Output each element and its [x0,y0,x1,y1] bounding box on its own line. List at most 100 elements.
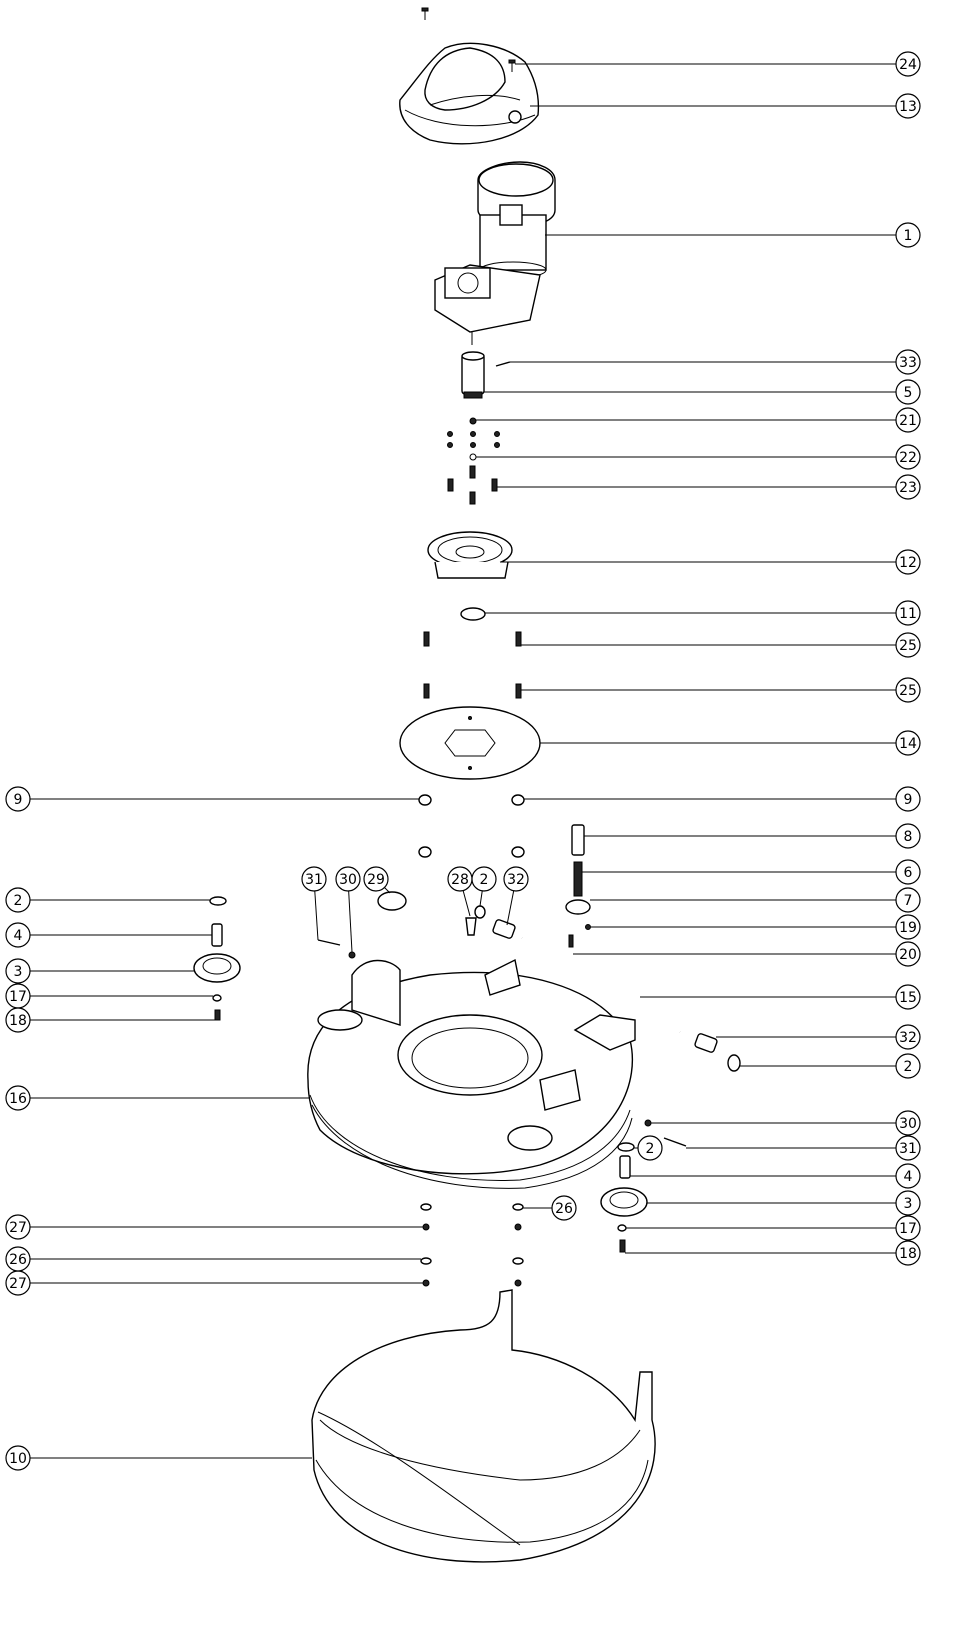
callout-label: 2 [646,1141,655,1157]
callout-circle [895,632,921,658]
callout-9: 9 [5,786,31,812]
callout-label: 31 [899,1141,917,1157]
callout-32: 32 [895,1024,921,1050]
callout-label: 15 [899,990,917,1006]
callout-label: 25 [899,683,917,699]
callout-32: 32 [503,866,529,892]
leader-lines [30,63,896,1459]
callout-circle [503,866,529,892]
part-fastener-set [447,417,500,505]
callout-circle [895,600,921,626]
callout-9: 9 [895,786,921,812]
callout-circle [895,887,921,913]
callout-label: 5 [904,385,913,401]
callout-label: 12 [899,555,917,571]
callout-10: 10 [5,1445,31,1471]
callout-4: 4 [5,922,31,948]
callout-20: 20 [895,941,921,967]
callout-circle [895,730,921,756]
callout-circle [895,859,921,885]
part-left-wheel [193,896,241,1021]
callout-circle [895,349,921,375]
part-coupler [461,351,511,399]
callout-33: 33 [895,349,921,375]
callout-circle [895,786,921,812]
callout-label: 23 [899,480,917,496]
part-motor [434,161,556,345]
callout-circle [895,549,921,575]
callout-7: 7 [895,887,921,913]
callout-1: 1 [895,222,921,248]
leader-line-31 [314,890,319,941]
top-screw [421,7,429,20]
callout-circle [637,1135,663,1161]
part-plate [399,706,541,780]
part-right-wheel [600,1119,687,1253]
callout-26: 26 [5,1246,31,1272]
callout-18: 18 [895,1240,921,1266]
callout-circle [895,379,921,405]
callout-30: 30 [895,1110,921,1136]
part-cover [399,42,540,145]
callout-2: 2 [5,887,31,913]
callout-circle [5,1214,31,1240]
callout-label: 14 [899,736,917,752]
part-rod [492,919,741,1072]
callout-circle [471,866,497,892]
callout-21: 21 [895,407,921,433]
callout-label: 9 [904,792,913,808]
callout-19: 19 [895,914,921,940]
callout-28: 28 [447,866,473,892]
callout-31: 31 [301,866,327,892]
callout-30: 30 [335,866,361,892]
callout-label: 32 [899,1030,917,1046]
callout-circle [5,958,31,984]
callout-label: 6 [904,865,913,881]
callout-circle [895,984,921,1010]
part-bumpers [418,794,525,858]
callout-label: 18 [899,1246,917,1262]
callout-label: 7 [904,893,913,909]
callout-label: 16 [9,1091,27,1107]
callout-circle [895,1110,921,1136]
callout-31: 31 [895,1135,921,1161]
callout-label: 4 [14,928,23,944]
callout-label: 11 [899,606,917,622]
callout-circle [895,444,921,470]
callout-label: 10 [9,1451,27,1467]
part-o-ring [460,607,486,621]
callout-circle [895,1135,921,1161]
callout-circle [5,1007,31,1033]
callout-25: 25 [895,632,921,658]
callout-11: 11 [895,600,921,626]
callout-26: 26 [551,1195,577,1221]
callout-circle [895,1215,921,1241]
callout-label: 13 [899,99,917,115]
leader-line-30 [348,890,353,953]
callout-label: 22 [899,450,917,466]
callout-circle [895,823,921,849]
callout-2: 2 [471,866,497,892]
callout-circle [895,474,921,500]
leader-line-2 [479,890,483,907]
callout-label: 33 [899,355,917,371]
callout-label: 18 [9,1013,27,1029]
callout-circle [551,1195,577,1221]
part-pin-spring [565,824,591,948]
callout-18: 18 [5,1007,31,1033]
callout-circle [895,1024,921,1050]
callout-circle [895,1190,921,1216]
callout-circle [895,1053,921,1079]
callout-27: 27 [5,1270,31,1296]
callout-label: 8 [904,829,913,845]
callout-label: 19 [899,920,917,936]
callout-circle [895,1163,921,1189]
callout-label: 25 [899,638,917,654]
callout-label: 32 [507,872,525,888]
part-washers-nuts [420,1203,524,1287]
callout-label: 26 [555,1201,573,1217]
callout-14: 14 [895,730,921,756]
callout-circle [5,1246,31,1272]
part-base-deck [307,958,636,1189]
